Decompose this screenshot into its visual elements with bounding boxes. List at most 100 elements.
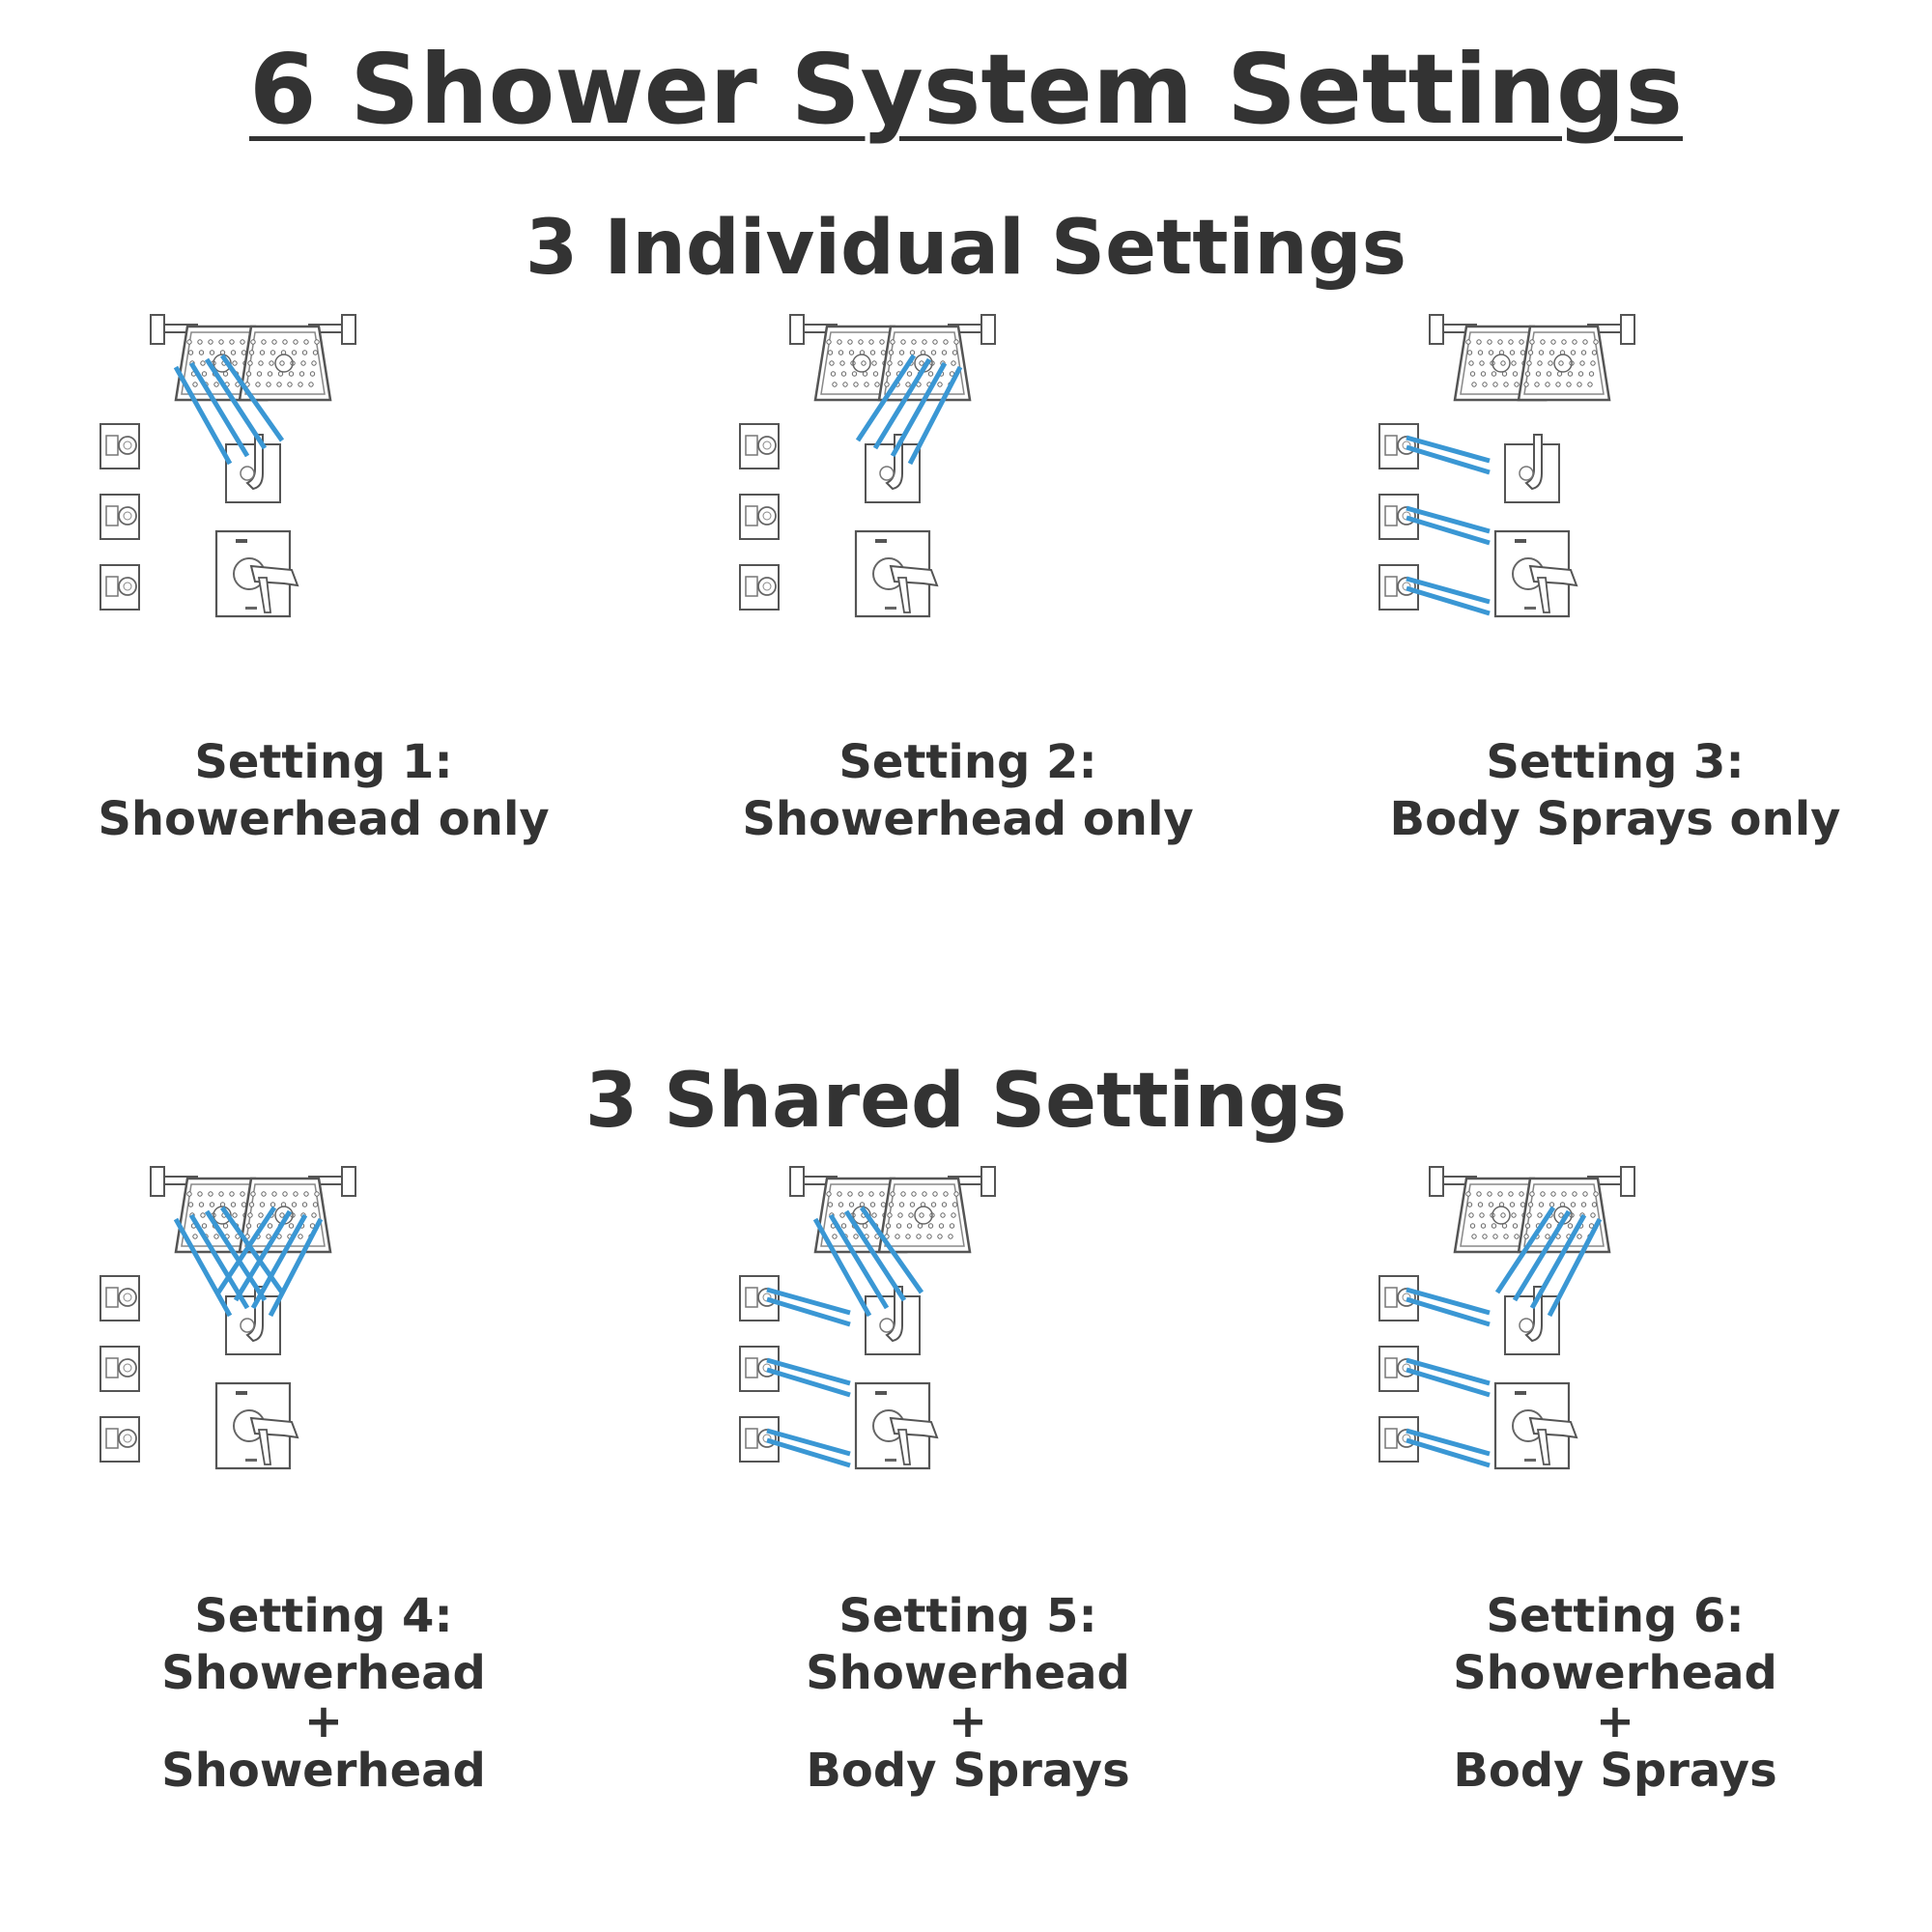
valve-label bbox=[1524, 1459, 1536, 1462]
nozzle bbox=[895, 1234, 900, 1239]
valve-handle bbox=[1528, 1416, 1578, 1439]
center-nozzle bbox=[213, 354, 232, 373]
showerhead-face bbox=[238, 325, 332, 402]
nozzle bbox=[858, 339, 864, 345]
wall-mount bbox=[789, 1166, 805, 1197]
wall-mount bbox=[1620, 314, 1635, 345]
nozzle bbox=[200, 360, 206, 366]
nozzle bbox=[298, 1234, 303, 1239]
nozzle bbox=[940, 1212, 946, 1218]
nozzle bbox=[208, 339, 213, 345]
left-showerhead-streams bbox=[812, 1206, 924, 1318]
nozzle bbox=[919, 1212, 924, 1218]
nozzle bbox=[848, 1202, 855, 1208]
body-spray-icon bbox=[99, 423, 140, 469]
showerhead-rim bbox=[244, 1183, 326, 1247]
nozzle bbox=[1580, 350, 1587, 355]
body-spray-icon bbox=[1378, 1416, 1419, 1463]
water-stream bbox=[1406, 1296, 1491, 1327]
setting-diagram bbox=[739, 314, 996, 618]
valve-logo bbox=[875, 1391, 887, 1395]
nozzle bbox=[1577, 371, 1584, 377]
nozzle bbox=[1587, 382, 1593, 387]
body-spray-icon bbox=[99, 564, 140, 611]
nozzle bbox=[218, 339, 224, 345]
nozzle bbox=[1526, 1212, 1532, 1218]
nozzle bbox=[1524, 371, 1531, 377]
nozzle bbox=[198, 350, 205, 355]
nozzle bbox=[905, 1234, 911, 1239]
nozzle bbox=[245, 1223, 252, 1229]
nozzle bbox=[1529, 1191, 1535, 1197]
nozzle bbox=[1566, 382, 1572, 387]
showerhead-icon bbox=[1517, 314, 1635, 402]
nozzle bbox=[1523, 1234, 1529, 1239]
diverter-icon bbox=[225, 1286, 281, 1355]
setting-caption: Setting 6:Showerhead+Body Sprays bbox=[1345, 1588, 1886, 1800]
valve-lever bbox=[896, 1429, 912, 1465]
right-showerhead-streams bbox=[1494, 1206, 1603, 1318]
nozzle bbox=[930, 350, 937, 355]
valve-handle bbox=[249, 564, 299, 587]
nozzle bbox=[909, 350, 916, 355]
wall-mount bbox=[980, 314, 996, 345]
nozzle bbox=[879, 1191, 885, 1197]
nozzle bbox=[1497, 1191, 1503, 1197]
nozzle bbox=[951, 1212, 956, 1218]
nozzle bbox=[1588, 371, 1595, 377]
nozzle bbox=[1590, 360, 1596, 366]
body-spray-base bbox=[1384, 505, 1398, 526]
water-stream bbox=[766, 1357, 851, 1386]
diverter-icon bbox=[1504, 1286, 1560, 1355]
wall-mount bbox=[789, 314, 805, 345]
nozzle bbox=[872, 371, 879, 377]
nozzle bbox=[1535, 371, 1542, 377]
nozzle bbox=[258, 360, 264, 366]
nozzle bbox=[1550, 1191, 1556, 1197]
setting-diagram bbox=[99, 314, 356, 618]
nozzle bbox=[905, 382, 911, 387]
nozzle bbox=[1558, 1212, 1564, 1218]
setting-diagram bbox=[1378, 1166, 1635, 1470]
nozzle bbox=[267, 371, 273, 377]
nozzle bbox=[926, 1234, 932, 1239]
nozzle bbox=[1548, 1202, 1555, 1208]
valve-logo bbox=[236, 1391, 247, 1395]
nozzle bbox=[1537, 1212, 1543, 1218]
body-spray-icon bbox=[739, 494, 780, 540]
nozzle bbox=[1591, 350, 1598, 355]
nozzle bbox=[885, 1223, 892, 1229]
body-spray-jet bbox=[762, 511, 772, 521]
nozzle bbox=[1491, 1223, 1497, 1229]
diverter-plate bbox=[225, 443, 281, 503]
body-spray-nozzle bbox=[118, 577, 137, 596]
body-spray-nozzle bbox=[118, 436, 137, 455]
nozzle bbox=[952, 350, 958, 355]
nozzle bbox=[1567, 371, 1574, 377]
nozzle bbox=[1570, 350, 1577, 355]
showerhead-icon bbox=[238, 1166, 356, 1254]
body-spray-base bbox=[745, 1287, 758, 1308]
nozzle bbox=[1519, 1191, 1524, 1197]
water-stream bbox=[1529, 1213, 1587, 1310]
body-spray-base bbox=[105, 1357, 119, 1378]
left-showerhead-streams bbox=[173, 354, 285, 466]
nozzle bbox=[293, 1191, 298, 1197]
nozzle bbox=[192, 382, 198, 387]
nozzle bbox=[897, 1212, 903, 1218]
nozzle bbox=[266, 382, 271, 387]
nozzle bbox=[229, 1191, 235, 1197]
nozzle bbox=[911, 339, 917, 345]
nozzle bbox=[832, 382, 838, 387]
right-showerhead-streams bbox=[215, 1206, 324, 1318]
nozzle bbox=[197, 339, 203, 345]
nozzle bbox=[842, 382, 848, 387]
body-spray-nozzle bbox=[757, 577, 777, 596]
valve-logo bbox=[1515, 1391, 1526, 1395]
nozzle bbox=[911, 1191, 917, 1197]
wall-mount bbox=[150, 1166, 165, 1197]
valve-lever bbox=[1536, 577, 1551, 613]
nozzle bbox=[259, 350, 266, 355]
water-stream bbox=[766, 1296, 851, 1327]
nozzle bbox=[851, 371, 858, 377]
